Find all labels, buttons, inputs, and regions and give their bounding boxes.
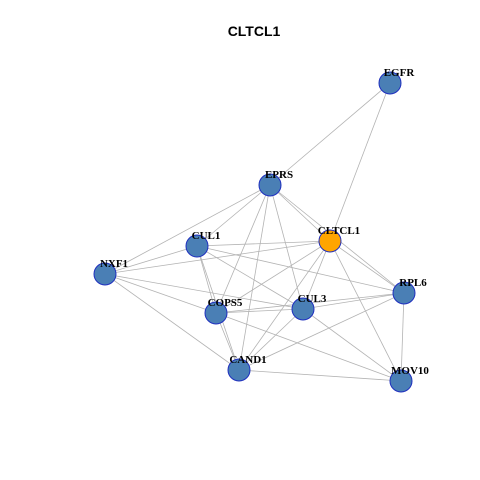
edge-cops5-mov10 — [215, 312, 402, 382]
edge-nxf1-cand1 — [104, 273, 240, 371]
node-cul3 — [291, 297, 315, 321]
edge-cand1-mov10 — [238, 369, 402, 382]
edge-cul3-mov10 — [302, 308, 402, 382]
node-rpl6 — [392, 281, 416, 305]
edge-cops5-cul3 — [215, 308, 304, 314]
node-label-cul3: CUL3 — [298, 293, 327, 305]
edge-cul1-nxf1 — [104, 245, 198, 275]
edge-cltcl1-rpl6 — [329, 240, 405, 294]
node-mov10 — [389, 369, 413, 393]
node-label-cand1: CAND1 — [229, 354, 266, 366]
node-cul1 — [185, 234, 209, 258]
edge-cltcl1-cops5 — [215, 240, 331, 314]
edge-cul1-rpl6 — [196, 245, 405, 294]
edge-nxf1-cul3 — [104, 273, 304, 310]
edge-cul1-cops5 — [196, 245, 217, 314]
node-cand1 — [227, 358, 251, 382]
edge-cul1-cul3 — [196, 245, 304, 310]
edge-cltcl1-cul1 — [196, 240, 331, 247]
edge-eprs-cul1 — [196, 184, 271, 247]
edge-eprs-cand1 — [238, 184, 271, 371]
node-label-mov10: MOV10 — [391, 365, 429, 377]
edge-cul3-cand1 — [238, 308, 304, 371]
edge-cltcl1-nxf1 — [104, 240, 331, 275]
node-egfr — [378, 71, 402, 95]
edge-egfr-eprs — [269, 82, 391, 186]
node-label-rpl6: RPL6 — [399, 277, 427, 289]
edge-rpl6-mov10 — [400, 292, 405, 382]
node-label-nxf1: NXF1 — [100, 258, 128, 270]
node-layer — [93, 71, 416, 393]
graph-title: CLTCL1 — [228, 23, 281, 39]
node-label-cltcl1: CLTCL1 — [318, 225, 360, 237]
node-label-egfr: EGFR — [384, 67, 416, 79]
edge-eprs-nxf1 — [104, 184, 271, 275]
node-label-cul1: CUL1 — [192, 230, 221, 242]
node-cops5 — [204, 301, 228, 325]
edge-eprs-cops5 — [215, 184, 271, 314]
node-eprs — [258, 173, 282, 197]
node-label-cops5: COPS5 — [208, 297, 243, 309]
node-cltcl1 — [318, 229, 342, 253]
edge-rpl6-cul3 — [302, 292, 405, 310]
edge-cltcl1-cul3 — [302, 240, 331, 310]
edge-eprs-cltcl1 — [269, 184, 331, 242]
node-label-eprs: EPRS — [265, 169, 293, 181]
node-nxf1 — [93, 262, 117, 286]
edge-rpl6-cand1 — [238, 292, 405, 371]
edge-egfr-cltcl1 — [329, 82, 391, 242]
edge-nxf1-cops5 — [104, 273, 217, 314]
